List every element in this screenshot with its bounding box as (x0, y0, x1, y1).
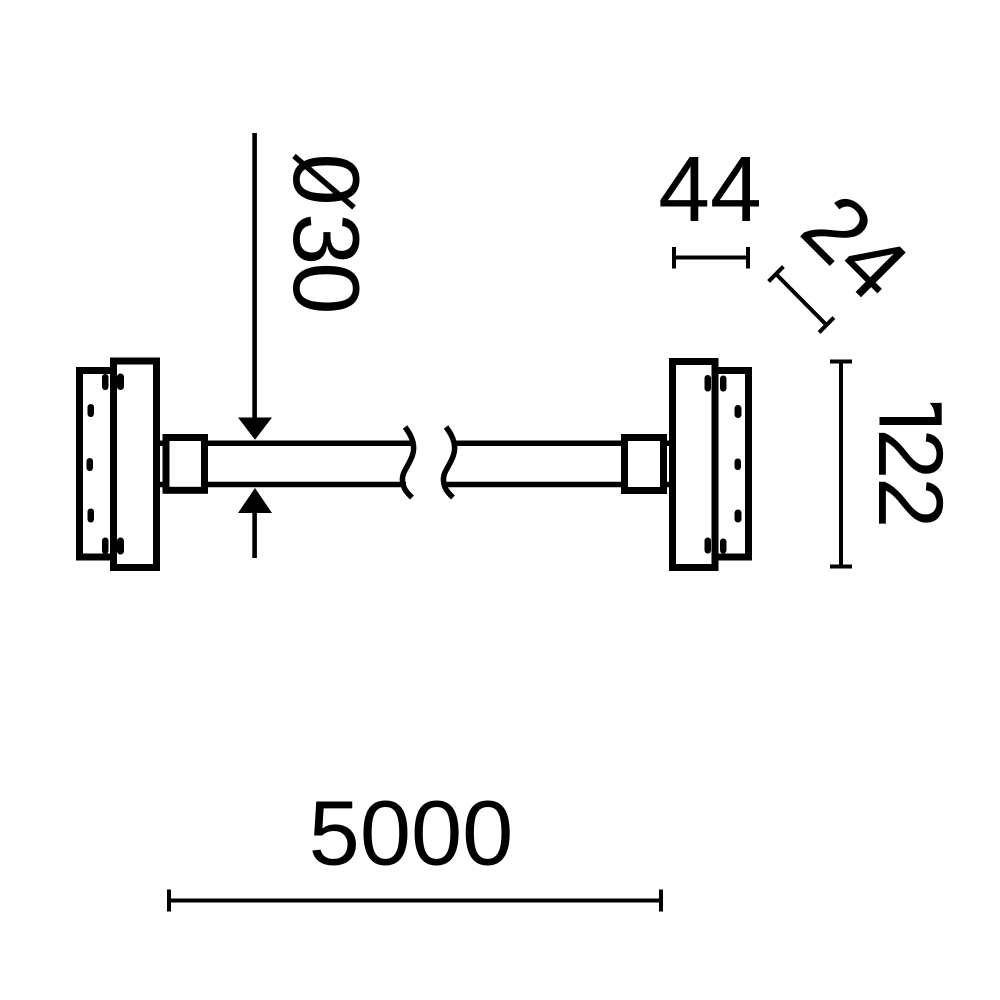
svg-text:22: 22 (859, 428, 961, 526)
svg-text:44: 44 (658, 137, 761, 241)
svg-text:30: 30 (274, 213, 379, 312)
svg-text:0: 0 (274, 153, 379, 205)
svg-text:5000: 5000 (309, 783, 514, 885)
